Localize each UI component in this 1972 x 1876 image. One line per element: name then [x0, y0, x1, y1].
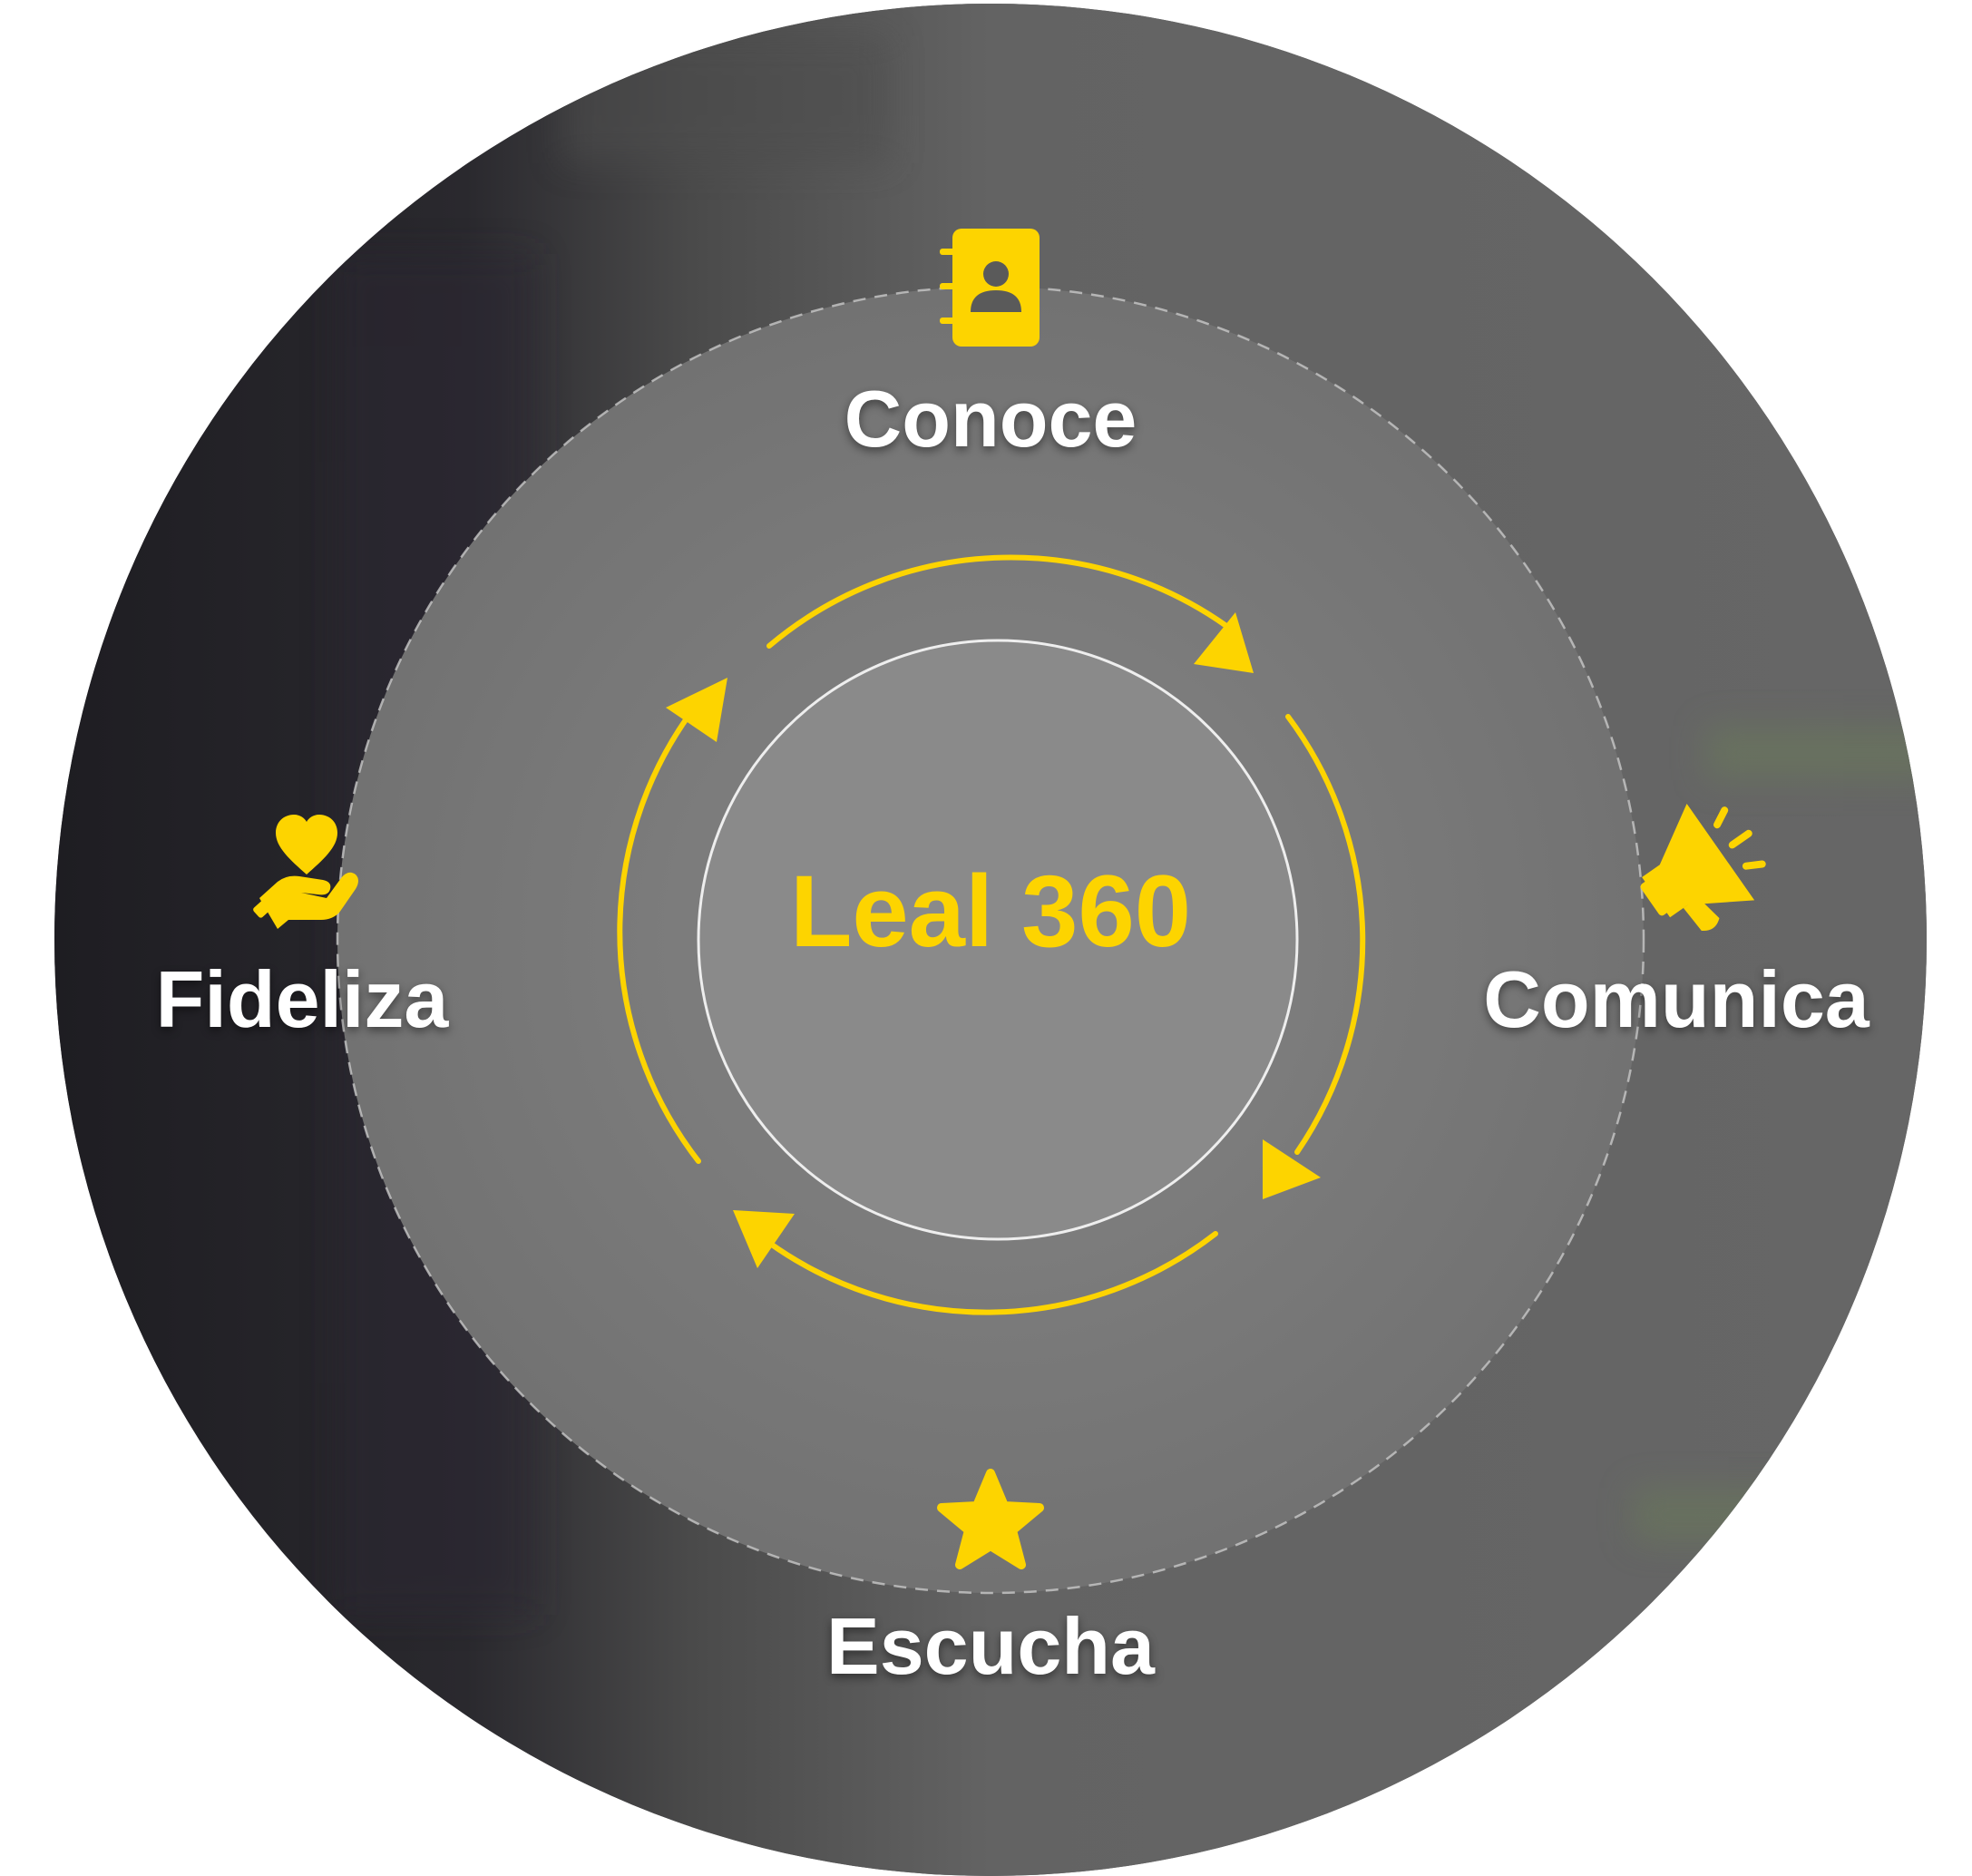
arrow-arc-bottom [766, 1231, 1218, 1315]
heart-hand-icon [253, 815, 358, 929]
blur-block [1705, 726, 1927, 780]
cycle-arrows [617, 554, 1366, 1315]
star-icon [937, 1469, 1044, 1569]
arrowhead-right [1263, 1139, 1321, 1199]
contact-book-icon [940, 229, 1040, 347]
cycle-arrowheads [666, 612, 1321, 1268]
megaphone-icon [1640, 803, 1766, 932]
arrowhead-top [1194, 612, 1254, 673]
arrow-arc-top [766, 554, 1229, 649]
arrow-arc-right [1285, 714, 1366, 1155]
blur-block [562, 36, 889, 163]
blur-block [1633, 1488, 1869, 1542]
arrowhead-bottom [733, 1210, 795, 1268]
center-disc [697, 639, 1299, 1241]
arrowhead-left [666, 678, 727, 742]
arrow-arc-left [617, 694, 706, 1164]
